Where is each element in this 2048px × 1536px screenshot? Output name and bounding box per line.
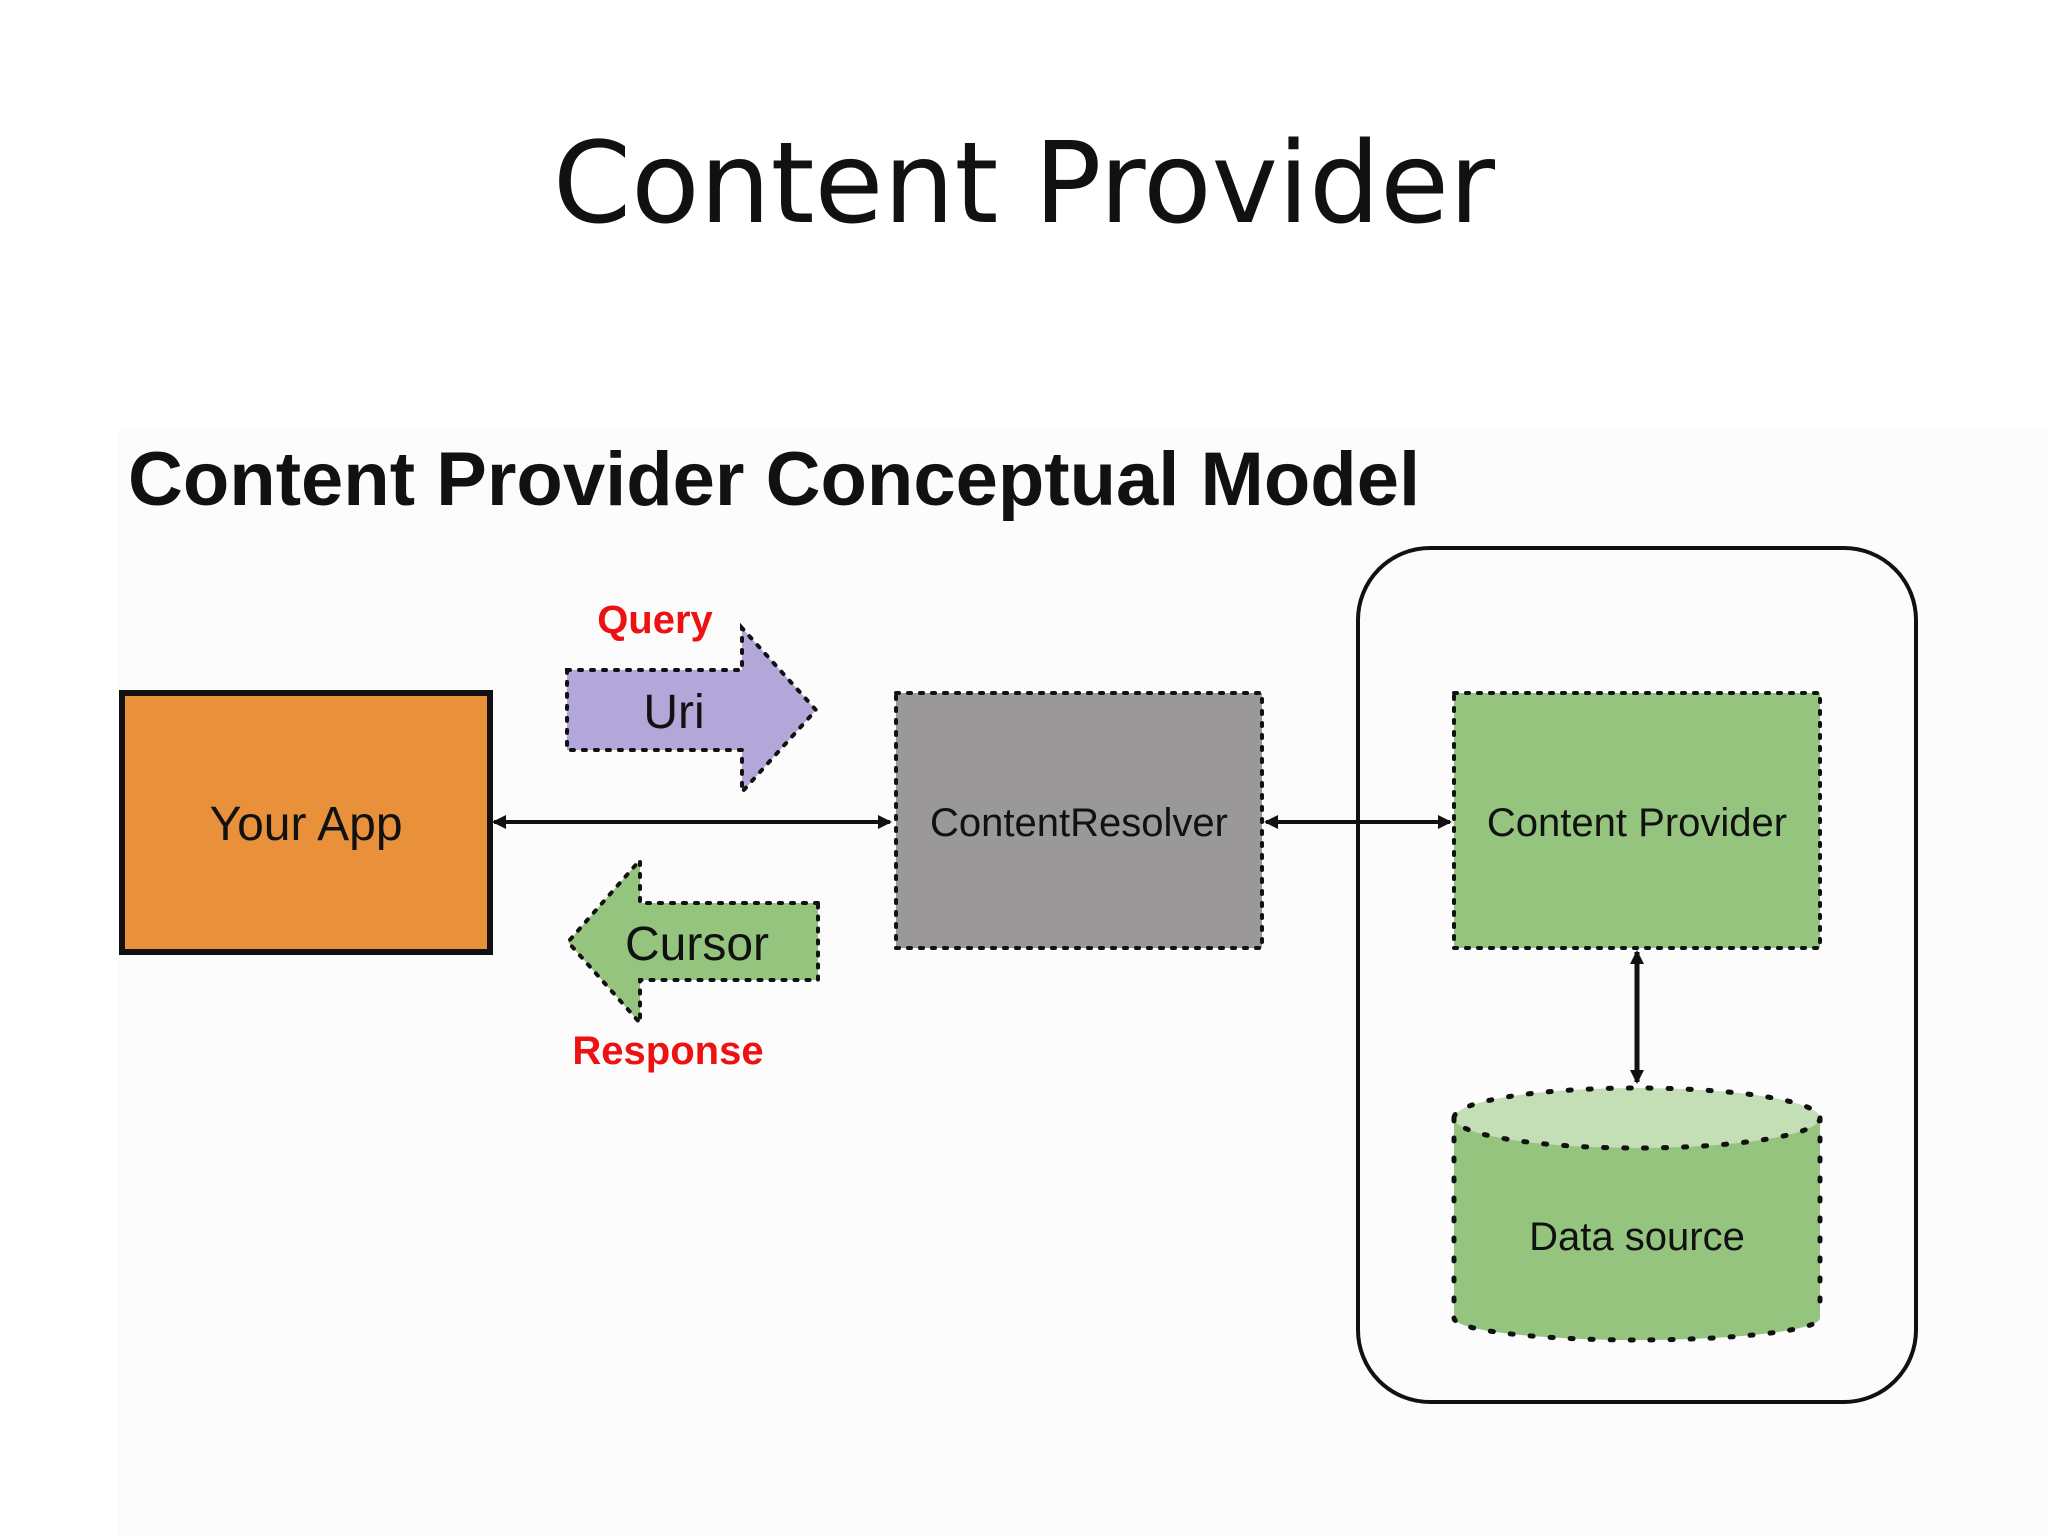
your-app-label: Your App bbox=[209, 798, 402, 851]
response-label: Response bbox=[572, 1029, 763, 1073]
uri-label: Uri bbox=[643, 686, 704, 739]
content-resolver-label: ContentResolver bbox=[930, 801, 1228, 845]
diagram-panel bbox=[118, 430, 2048, 1536]
uri-request-arrow: Uri bbox=[565, 622, 819, 798]
content-resolver-node: ContentResolver bbox=[894, 691, 1264, 950]
content-provider-node: Content Provider bbox=[1452, 691, 1822, 950]
query-label: Query bbox=[597, 598, 713, 642]
your-app-node: Your App bbox=[119, 690, 493, 955]
cursor-label: Cursor bbox=[625, 918, 769, 971]
data-source-label: Data source bbox=[1529, 1215, 1745, 1259]
provider-boundary bbox=[1356, 546, 1918, 1404]
diagram-heading: Content Provider Conceptual Model bbox=[128, 437, 1420, 522]
slide-title: Content Provider bbox=[552, 119, 1496, 249]
cursor-response-arrow: Cursor bbox=[565, 854, 820, 1029]
content-provider-label: Content Provider bbox=[1487, 801, 1787, 845]
data-source-node: Data source bbox=[1451, 1085, 1823, 1343]
